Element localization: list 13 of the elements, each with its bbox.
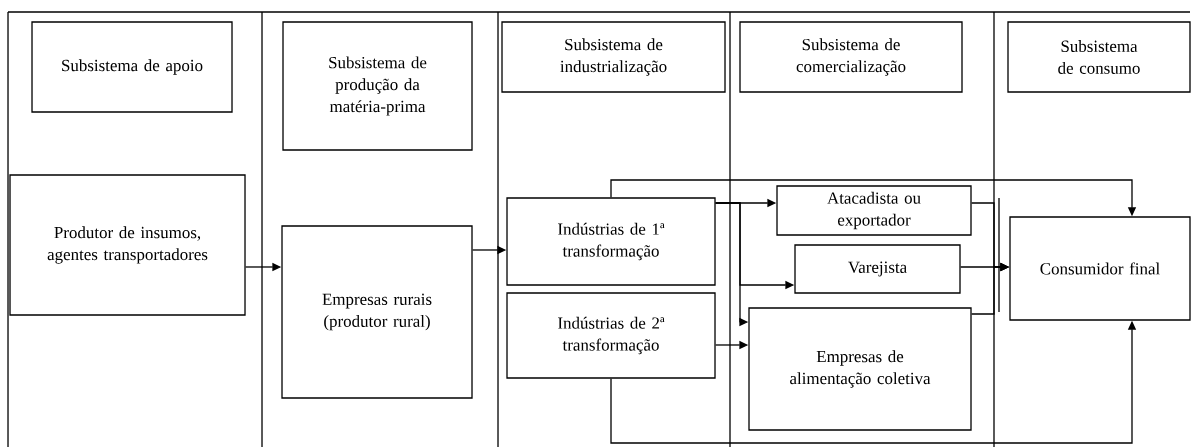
process-box: Indústrias de 2ª transformação — [506, 292, 716, 379]
process-box: Empresas de alimentação coletiva — [748, 307, 972, 431]
process-box: Atacadista ou exportador — [776, 185, 972, 236]
header-box: Subsistema de consumo — [1007, 21, 1191, 93]
process-box: Empresas rurais (produtor rural) — [281, 225, 473, 399]
header-box: Subsistema de comercialização — [739, 21, 963, 93]
process-box: Indústrias de 1ª transformação — [506, 197, 716, 286]
process-box: Consumidor final — [1009, 216, 1191, 321]
header-box: Subsistema de produção da matéria-prima — [282, 21, 473, 151]
header-box: Subsistema de apoio — [31, 21, 233, 113]
process-box: Varejista — [794, 244, 961, 294]
process-box: Produtor de insumos, agentes transportadores — [9, 174, 246, 316]
header-box: Subsistema de industrialização — [501, 21, 726, 93]
